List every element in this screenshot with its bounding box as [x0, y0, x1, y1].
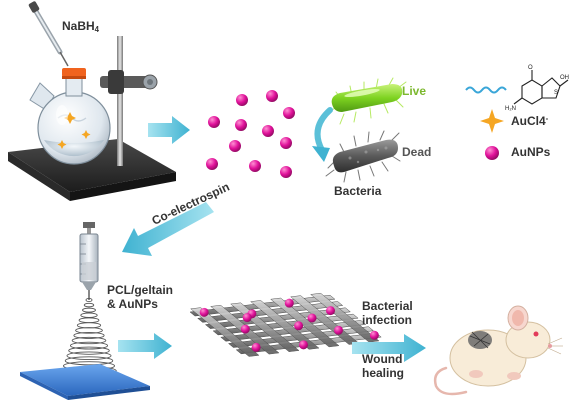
mesh-nanoparticle — [199, 307, 209, 317]
flask-icon — [29, 68, 111, 165]
gold-salt-star-icon — [480, 109, 504, 133]
fiber-strand — [310, 292, 380, 343]
mesh-nanoparticle — [326, 306, 335, 316]
svg-text:S: S — [554, 90, 558, 96]
bacteria-title: Bacteria — [334, 184, 382, 198]
antibiotic-molecule-icon: O OH S H₂N — [465, 65, 569, 112]
mesh-nanoparticle — [294, 321, 304, 331]
dead-bacteria-label: Dead — [402, 145, 432, 159]
mesh-nanoparticle — [307, 313, 317, 323]
svg-text:H₂N: H₂N — [505, 106, 516, 112]
mouse-icon — [433, 305, 563, 396]
coil-loop — [85, 297, 93, 303]
fiber-material-label: PCL/geltain & AuNPs — [107, 283, 174, 311]
process-arrow — [352, 334, 426, 362]
dropper-icon — [28, 1, 69, 67]
coil-loop — [69, 341, 109, 350]
process-arrow — [148, 116, 190, 144]
coil-loop — [78, 317, 100, 324]
mesh-nanoparticle — [284, 298, 294, 308]
outcome-label-bottom: Wound healing — [362, 352, 405, 380]
nanoparticle-legend-icon — [485, 146, 499, 160]
coil-loop — [64, 356, 114, 366]
mesh-nanoparticle — [334, 325, 343, 335]
reagent-label: NaBH4 — [62, 19, 100, 34]
mesh-nanoparticle — [299, 340, 308, 350]
fiber-strand — [250, 300, 320, 350]
coil-loop — [80, 312, 98, 318]
live-bacterium — [325, 77, 407, 125]
fiber-strand — [270, 297, 340, 348]
svg-text:O: O — [528, 65, 533, 71]
coil-loop — [82, 307, 96, 313]
process-arrow — [118, 333, 172, 359]
coil-loop — [75, 327, 103, 334]
mesh-nanoparticle — [242, 313, 252, 323]
mesh-nanoparticle — [240, 324, 250, 334]
fiber-strand — [190, 307, 260, 357]
mesh-nanoparticle — [251, 342, 261, 352]
fiber-mesh-icon — [189, 292, 382, 357]
wound-patch — [468, 331, 492, 349]
live-bacteria-label: Live — [402, 84, 427, 98]
nanoparticle-cluster — [206, 90, 295, 178]
mesh-nanoparticle — [369, 330, 379, 340]
coelectrospin-arrow — [122, 202, 214, 256]
gold-salt-legend-label: AuCl4- — [511, 114, 549, 128]
outcome-label-top: Bacterial infection — [362, 299, 413, 327]
kill-arrow — [314, 107, 333, 153]
syringe-icon — [79, 222, 99, 300]
coil-loop — [71, 336, 107, 345]
nanoparticle-legend-label: AuNPs — [511, 145, 551, 159]
coil-loop — [66, 351, 112, 360]
collector-platform — [20, 364, 150, 400]
coil-loop — [68, 346, 110, 355]
svg-text:OH: OH — [560, 75, 569, 81]
dead-bacterium — [325, 130, 401, 183]
coil-loop — [83, 302, 95, 308]
coil-loop — [73, 332, 105, 339]
